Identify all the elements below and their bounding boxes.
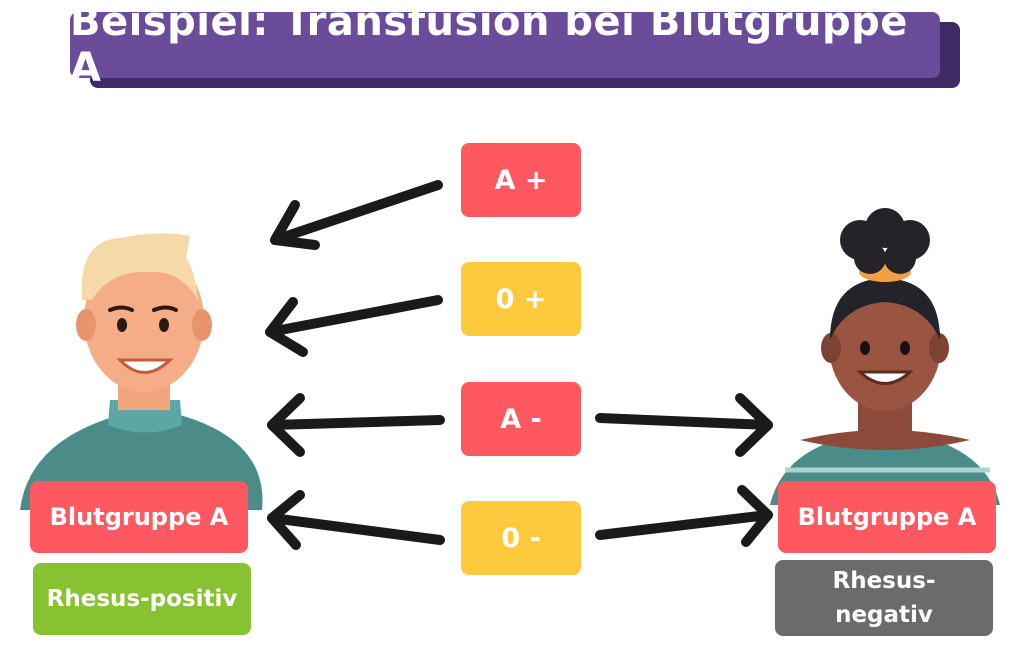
male-rhesus-label: Rhesus-positiv [33, 563, 251, 635]
arrow-0-minus-to-female [595, 485, 773, 547]
arrow-a-minus-to-male [267, 393, 445, 457]
arrow-a-minus-to-female [595, 393, 773, 457]
donor-chip-a-negative: A - [461, 382, 581, 456]
arrow-a-plus-to-male [270, 180, 443, 250]
arrow-0-minus-to-male [267, 490, 445, 550]
arrow-0-plus-to-male [265, 295, 443, 357]
female-recipient-illustration [770, 208, 1000, 505]
male-recipient-illustration [20, 233, 263, 510]
donor-chip-a-positive: A + [461, 143, 581, 217]
donor-chip-0-positive: 0 + [461, 262, 581, 336]
male-blood-group-label: Blutgruppe A [30, 481, 248, 553]
female-rhesus-label: Rhesus-negativ [775, 560, 993, 636]
female-blood-group-label: Blutgruppe A [778, 481, 996, 553]
donor-chip-0-negative: 0 - [461, 501, 581, 575]
